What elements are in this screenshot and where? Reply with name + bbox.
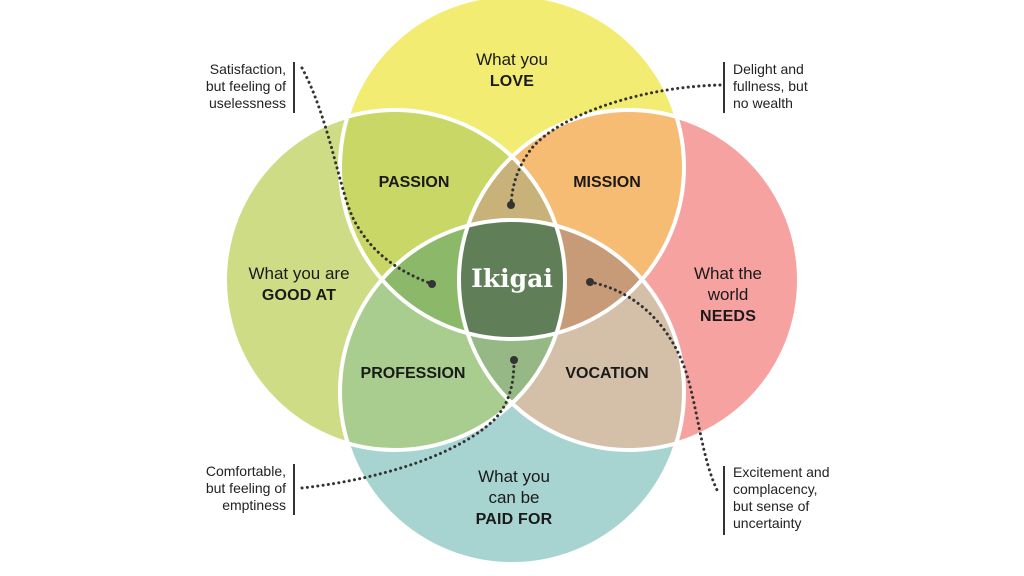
ikigai-center-label: Ikigai [471,264,553,293]
needs-line2: world [707,285,749,304]
paid-for-bold: PAID FOR [476,511,553,528]
paid-for-line2: can be [488,488,539,507]
note-bottom-left-line2: but feeling of [206,480,286,496]
note-bottom-right-line3: but sense of [733,498,809,514]
connector-bottom-right-dot [586,278,594,286]
note-top-left-bar [293,62,295,113]
note-bottom-left-line3: emptiness [222,497,286,513]
needs-bold: NEEDS [700,308,756,325]
note-top-right-line2: fullness, but [733,78,808,94]
connector-bottom-left [300,358,516,490]
note-bottom-right-line1: Excitement and [733,464,830,480]
note-top-right-line3: no wealth [733,95,793,111]
note-top-left-line3: uselessness [209,95,286,111]
note-top-right-bar [723,62,725,113]
note-top-left-line2: but feeling of [206,78,286,94]
triple-right-region [459,220,684,339]
note-bottom-right-line2: complacency, [733,481,818,497]
vocation-label: VOCATION [565,365,648,382]
passion-label: PASSION [379,174,450,191]
good-at-line1: What you are [248,264,349,283]
paid-for-line1: What you [478,467,550,486]
connector-bottom-right [588,280,720,494]
love-bold: LOVE [490,73,534,90]
needs-outline [457,108,801,452]
note-top-left-line1: Satisfaction, [210,61,286,77]
paid-for-outline [338,218,686,566]
profession-label: PROFESSION [361,365,466,382]
good-at-outline [223,108,567,452]
note-top-right-line1: Delight and [733,61,804,77]
connector-top-left [300,66,434,286]
connector-top-left-dot [428,280,436,288]
connector-top-right [509,83,722,207]
needs-line1: What the [694,264,762,283]
note-bottom-right-line4: uncertainty [733,515,801,531]
good-at-bold: GOOD AT [262,287,336,304]
note-bottom-right-bar [723,466,725,535]
triple-left-region [340,220,565,339]
connector-top-right-dot [507,201,515,209]
love-outline [338,0,686,341]
love-line1: What you [476,50,548,69]
connector-bottom-left-dot [510,356,518,364]
note-bottom-left-bar [293,464,295,515]
note-bottom-left-line1: Comfortable, [206,463,286,479]
mission-label: MISSION [573,174,641,191]
